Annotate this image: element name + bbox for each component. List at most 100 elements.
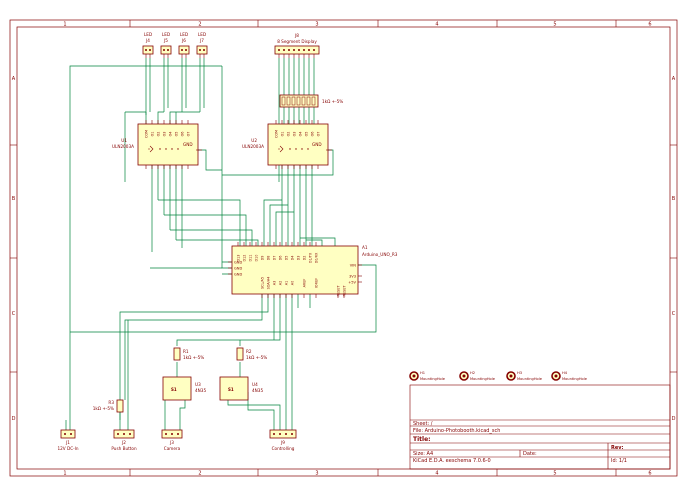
tb-rev: Rev: xyxy=(611,445,624,451)
tb-file: File: Arduino-Photobooth.kicad_sch xyxy=(413,428,500,434)
u1-pin-label: O6 xyxy=(181,132,185,137)
connector-value: Camera xyxy=(164,446,181,451)
frame-col-label: 2 xyxy=(198,22,201,28)
led-type-label: LED xyxy=(198,32,206,37)
arduino-pin-label: SDA/A4 xyxy=(266,277,270,290)
led-type-label: LED xyxy=(144,32,152,37)
arduino-pin-label: D1/TX xyxy=(308,252,312,263)
led-ref-label: J7 xyxy=(199,38,204,43)
arduino-pin-label: RESET xyxy=(342,285,346,297)
mounting-ref: H2 xyxy=(470,371,475,375)
u2-pin-label: O6 xyxy=(311,132,315,137)
frame-row-label: C xyxy=(12,311,16,317)
mounting-value: MountingHole xyxy=(562,377,588,381)
connector-ref: J9 xyxy=(280,440,285,445)
u1-pin-label: O1 xyxy=(151,132,155,137)
u1-gnd: GND xyxy=(183,142,193,147)
connector-value: 12V DC-In xyxy=(57,446,78,451)
u3-value: 4N35 xyxy=(195,388,206,393)
u1-value: ULN2003A xyxy=(112,144,134,149)
frame-row-label: D xyxy=(12,416,16,422)
frame-col-label: 4 xyxy=(435,471,438,477)
r3-value: 1kΩ +-5% xyxy=(93,406,114,411)
u2-value: ULN2003A xyxy=(242,144,264,149)
u4-ref: U4 xyxy=(252,382,258,387)
tb-tool: KiCad E.D.A. eeschema 7.0.6-0 xyxy=(413,458,491,464)
arduino-ref: A1 xyxy=(362,245,368,250)
frame-col-label: 5 xyxy=(553,22,556,28)
mounting-ref: H4 xyxy=(562,371,568,375)
mounting-holes: H1MountingHoleH2MountingHoleH3MountingHo… xyxy=(409,371,588,381)
r2-value: 1kΩ +-5% xyxy=(246,355,267,360)
seg-label: 8 Segment Display xyxy=(277,39,317,44)
frame-col-label: 3 xyxy=(315,471,318,477)
arduino-pin-label: RESET xyxy=(336,285,340,297)
r2-ref: R2 xyxy=(246,349,252,354)
frame-col-label: 2 xyxy=(198,471,201,477)
u1-pin-label: O3 xyxy=(163,132,167,137)
u2-pin-label: COM xyxy=(275,130,279,138)
arduino-pin-label: D12 xyxy=(242,255,246,262)
resnet-value: 1kΩ +-5% xyxy=(322,99,343,104)
u1-pin-label: O5 xyxy=(175,132,179,137)
frame-row-label: B xyxy=(12,196,16,202)
frame-col-label: 1 xyxy=(63,22,66,28)
optocoupler-u3: S1 U3 4N35 xyxy=(162,376,206,401)
arduino-pin-label: D8 xyxy=(266,256,270,261)
resistor-r1: R1 1kΩ +-5% xyxy=(173,347,204,361)
u2-pin-label: O3 xyxy=(293,132,297,137)
frame-col-label: 6 xyxy=(648,471,651,477)
led-ref-label: J4 xyxy=(145,38,150,43)
u2-pin-label: O1 xyxy=(281,132,285,137)
arduino-pin-label: D0/RX xyxy=(314,252,318,263)
tb-sheet: Sheet: / xyxy=(413,421,433,427)
arduino-gnd-label: GND xyxy=(234,260,242,264)
arduino-gnd-label: GND xyxy=(234,272,242,276)
connector-ref: J2 xyxy=(121,440,126,445)
arduino-pin-label: D9 xyxy=(260,256,264,261)
arduino-pin-label: SCL/A5 xyxy=(260,277,264,289)
led-type-label: LED xyxy=(162,32,170,37)
arduino-gnd-label: GND xyxy=(234,266,242,270)
frame-row-label: A xyxy=(12,76,16,82)
arduino-pin-label: D11 xyxy=(248,255,252,262)
connector-ref: J1 xyxy=(65,440,70,445)
svg-text:S1: S1 xyxy=(228,387,234,392)
wires xyxy=(65,58,377,430)
arduino-pin-label: D2 xyxy=(302,256,306,261)
seg-display-connector: J8 8 Segment Display xyxy=(274,33,320,58)
frame-row-label: B xyxy=(672,196,676,202)
resistor-r2: R2 1kΩ +-5% xyxy=(236,347,267,361)
mounting-ref: H1 xyxy=(420,371,425,375)
u1-ref: U1 xyxy=(121,138,127,143)
u2-pin-label: O2 xyxy=(287,132,291,137)
tb-title: Title: xyxy=(413,436,431,443)
seg-ref: J8 xyxy=(294,33,299,38)
arduino-pin-label: VIN xyxy=(350,263,357,267)
u1-pin-label: O2 xyxy=(157,132,161,137)
arduino-pin-label: AREF xyxy=(302,279,306,288)
arduino-pin-label: D7 xyxy=(272,256,276,261)
arduino-pin-label: D3 xyxy=(296,256,300,261)
u4-value: 4N35 xyxy=(252,388,263,393)
arduino-pin-label: A2 xyxy=(278,281,282,285)
u2-pin-label: O5 xyxy=(305,132,309,137)
arduino-pin-label: IOREF xyxy=(314,278,318,288)
frame-row-label: A xyxy=(672,76,676,82)
arduino-pin-label: D10 xyxy=(254,255,258,262)
mounting-ref: H3 xyxy=(517,371,522,375)
arduino-pin-label: 3V3 xyxy=(349,274,356,278)
arduino-pin-label: D6 xyxy=(278,256,282,261)
arduino-pin-label: +5V xyxy=(348,280,356,284)
